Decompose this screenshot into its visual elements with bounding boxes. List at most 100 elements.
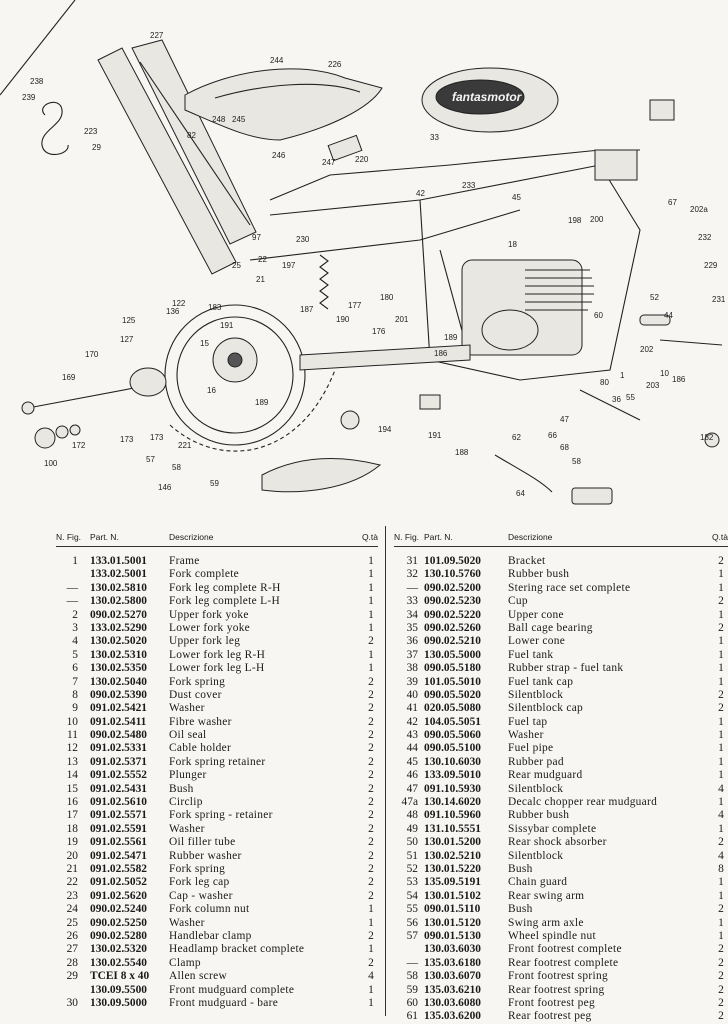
part-quantity: 1 bbox=[718, 568, 724, 581]
seat-drawing bbox=[184, 68, 383, 141]
part-description: Rear shock absorber bbox=[508, 836, 607, 849]
part-fig-number: 60 bbox=[406, 996, 418, 1009]
part-quantity: 1 bbox=[718, 581, 724, 594]
part-number: 090.02.5250 bbox=[90, 916, 147, 929]
part-number: 135.09.5191 bbox=[424, 876, 481, 889]
part-fig-number: 43 bbox=[406, 729, 418, 742]
part-quantity: 2 bbox=[718, 836, 724, 849]
part-number: 091.02.5610 bbox=[90, 796, 147, 809]
part-number: 130.03.6080 bbox=[424, 996, 481, 1009]
callout-number: 44 bbox=[664, 311, 673, 320]
part-quantity: 1 bbox=[368, 581, 374, 594]
part-quantity: 2 bbox=[368, 849, 374, 862]
part-fig-number: 56 bbox=[406, 916, 418, 929]
part-quantity: 1 bbox=[368, 662, 374, 675]
callout-number: 200 bbox=[590, 215, 604, 224]
part-number: 101.09.5020 bbox=[424, 555, 481, 567]
part-number: 091.02.5591 bbox=[90, 822, 147, 835]
callout-number: 231 bbox=[712, 295, 726, 304]
part-number: 130.01.5120 bbox=[424, 916, 481, 929]
part-number: 130.10.5760 bbox=[424, 568, 481, 581]
part-quantity: 2 bbox=[368, 809, 374, 822]
callout-number: 67 bbox=[668, 198, 677, 207]
part-fig-number: 17 bbox=[66, 809, 78, 822]
engine-drawing bbox=[461, 259, 594, 356]
exploded-parts-diagram: fantasmotor bbox=[0, 0, 726, 505]
header-desc: Descrizione bbox=[169, 532, 214, 542]
part-description: Fuel tap bbox=[508, 715, 548, 728]
callout-number: 18 bbox=[508, 240, 517, 249]
part-number: 130.02.5310 bbox=[90, 648, 147, 661]
part-fig-number: 49 bbox=[406, 822, 418, 835]
callout-number: 202a bbox=[690, 205, 708, 214]
part-description: Fuel tank bbox=[508, 648, 554, 661]
part-description: Chain guard bbox=[508, 876, 568, 889]
column-divider bbox=[385, 526, 386, 1016]
callout-number: 100 bbox=[44, 459, 58, 468]
swing-arm-drawing bbox=[261, 344, 471, 493]
part-description: Fork spring - retainer bbox=[169, 809, 273, 822]
part-description: Front mudguard complete bbox=[169, 983, 295, 996]
part-quantity: 1 bbox=[718, 876, 724, 889]
part-quantity: 2 bbox=[368, 796, 374, 809]
part-fig-number: 58 bbox=[406, 970, 418, 983]
part-number: 130.02.5350 bbox=[90, 662, 147, 675]
part-fig-number: 27 bbox=[66, 943, 78, 956]
part-description: Fork leg complete L-H bbox=[169, 595, 281, 608]
callout-number: 1 bbox=[620, 371, 625, 380]
part-fig-number: 19 bbox=[66, 836, 78, 849]
part-description: Fork spring bbox=[169, 862, 226, 875]
part-description: Decalc chopper rear mudguard bbox=[508, 796, 658, 809]
part-quantity: 2 bbox=[718, 903, 724, 916]
part-description: Fork leg cap bbox=[169, 876, 230, 889]
callout-number: 66 bbox=[548, 431, 557, 440]
part-description: Lower fork yoke bbox=[169, 621, 251, 634]
part-number: 091.02.5471 bbox=[90, 849, 147, 862]
part-number: 090.02.5280 bbox=[90, 929, 147, 942]
part-quantity: 4 bbox=[718, 809, 724, 822]
part-quantity: 2 bbox=[718, 555, 724, 567]
part-fig-number: 36 bbox=[406, 635, 418, 648]
part-fig-number: 22 bbox=[66, 876, 78, 889]
part-description: Fork column nut bbox=[169, 903, 250, 916]
callout-number: 180 bbox=[380, 293, 394, 302]
part-description: Front footrest spring bbox=[508, 970, 608, 983]
part-number: 091.02.5552 bbox=[90, 769, 147, 782]
part-number: 130.02.5810 bbox=[90, 581, 147, 594]
part-description: Bush bbox=[508, 903, 533, 916]
callout-number: 226 bbox=[328, 60, 342, 69]
part-fig-number: 47a bbox=[401, 796, 418, 809]
part-number: 091.02.5411 bbox=[90, 715, 147, 728]
part-description: Rubber bush bbox=[508, 568, 570, 581]
callout-number: 57 bbox=[146, 455, 155, 464]
part-fig-number: 54 bbox=[406, 889, 418, 902]
part-number: 090.02.5220 bbox=[424, 608, 481, 621]
table-row: 47a 130.14.6020 Decalc chopper rear mudgua… bbox=[394, 796, 728, 809]
callout-number: 10 bbox=[660, 369, 669, 378]
part-number: 130.14.6020 bbox=[424, 796, 481, 809]
callout-number: 47 bbox=[560, 415, 569, 424]
callout-number: 36 bbox=[612, 395, 621, 404]
part-description: Rubber pad bbox=[508, 755, 564, 768]
part-fig-number: 34 bbox=[406, 608, 418, 621]
callout-number: 203 bbox=[646, 381, 660, 390]
part-quantity: 1 bbox=[718, 608, 724, 621]
part-fig-number: 9 bbox=[72, 702, 78, 715]
part-description: Lower fork leg L-H bbox=[169, 662, 265, 675]
part-number: 133.02.5290 bbox=[90, 621, 147, 634]
